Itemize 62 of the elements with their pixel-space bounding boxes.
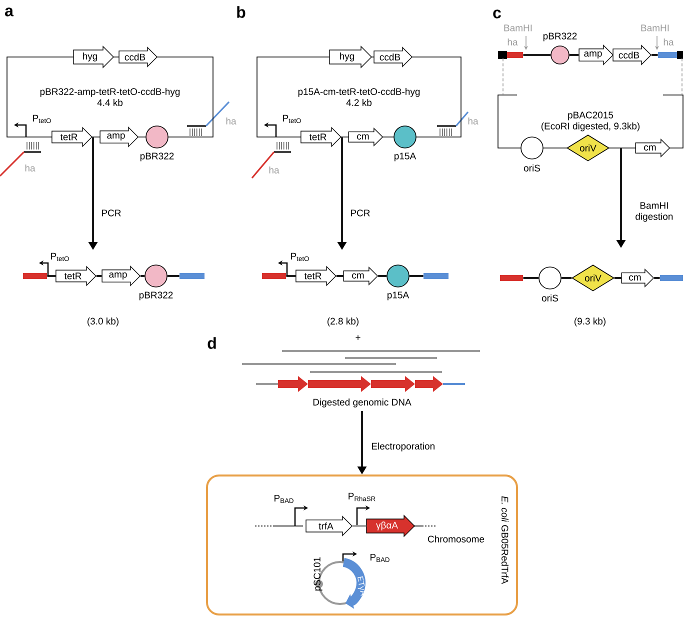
backbone-line (523, 54, 551, 56)
edge-label: Electroporation (370, 442, 436, 452)
node-label: ha (664, 38, 674, 46)
panel-letter: d (208, 337, 216, 349)
node-label: oriS (542, 294, 558, 302)
backbone-line (47, 275, 56, 277)
homology-arm-bar: ha (658, 38, 683, 59)
site-label: BamHI (641, 24, 669, 32)
backbone-line (378, 275, 387, 277)
dna-caption: Digested genomic DNA (313, 398, 412, 408)
backbone-line (336, 275, 344, 277)
site-label: ha (269, 166, 280, 174)
plasmid-label: pSC101 (314, 557, 322, 591)
node-label: p15A (394, 152, 416, 162)
backbone-line (96, 275, 102, 277)
backbone-line (523, 277, 539, 279)
text-label: P$_{tetO}$ (283, 114, 301, 124)
edge-label: BamHI digestion (627, 201, 682, 223)
homology-arm-bar (660, 275, 683, 281)
node-label: p15A (388, 292, 410, 300)
site-label: ha (25, 164, 36, 172)
backbone-line (569, 54, 579, 56)
text-label: P$_{tetO}$ (51, 252, 69, 262)
edge-label: PCR (349, 208, 372, 218)
backbone-line (286, 275, 296, 277)
edge-label: PCR (100, 208, 122, 218)
node-label: pBR322 (543, 32, 577, 42)
text-label: P$_{BAD}$ (370, 554, 390, 562)
text-label: P$_{tetO}$ (291, 252, 309, 262)
node-label: pBR322 (139, 292, 173, 300)
panel-letter: c (493, 10, 501, 18)
text-label: P$_{tetO}$ (33, 114, 51, 124)
site-label: ha (468, 118, 478, 124)
backbone-line (167, 275, 180, 277)
text-label: (3.0 kb) (88, 318, 118, 326)
panel-letter: b (237, 6, 246, 18)
backbone-line (654, 277, 660, 279)
homology-arm-bar (424, 272, 448, 279)
backbone-line (614, 277, 622, 279)
text-label: P$_{RhaSR}$ (348, 492, 376, 502)
node-label: oriS (524, 164, 540, 172)
backbone-line (352, 525, 366, 527)
node-label: pBR322 (140, 152, 174, 162)
backbone-line (409, 275, 424, 277)
backbone-line (140, 275, 145, 277)
homology-arm-bar (23, 272, 47, 279)
text-label: (2.8 kb) (328, 318, 358, 326)
homology-arm-bar (180, 272, 204, 279)
homology-arm-bar (500, 275, 523, 281)
backbone-line (561, 277, 572, 279)
text-label: (9.3 kb) (574, 318, 606, 326)
backbone-line (652, 54, 658, 56)
homology-arm-bar (262, 272, 286, 279)
dashed-guide-line (502, 58, 504, 96)
site-label: BamHI (504, 24, 532, 32)
text-label: + (356, 335, 360, 340)
text-label: P$_{BAD}$ (274, 494, 294, 503)
homology-arm-bar: ha (498, 38, 523, 59)
text-label: Chromosome (428, 536, 484, 542)
node-label: ha (508, 38, 518, 46)
site-label: ha (226, 118, 236, 124)
panel-letter: a (5, 8, 14, 16)
